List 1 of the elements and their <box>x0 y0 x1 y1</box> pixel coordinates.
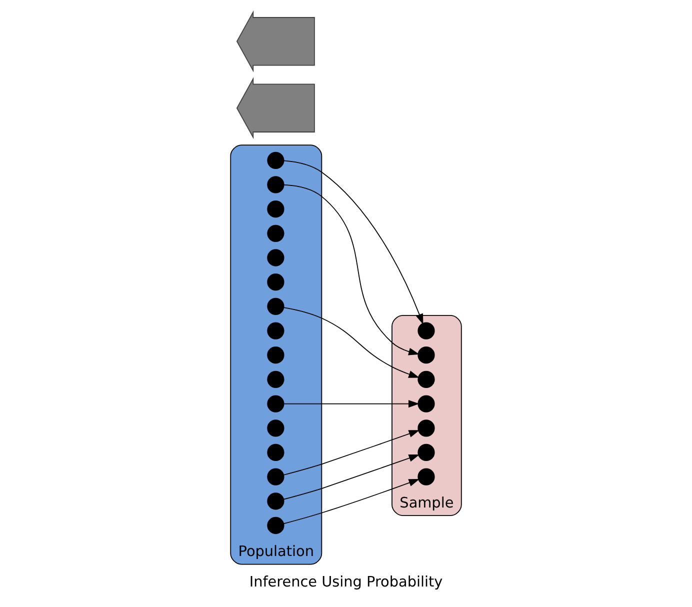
caption: Inference Using Probability <box>249 574 443 591</box>
